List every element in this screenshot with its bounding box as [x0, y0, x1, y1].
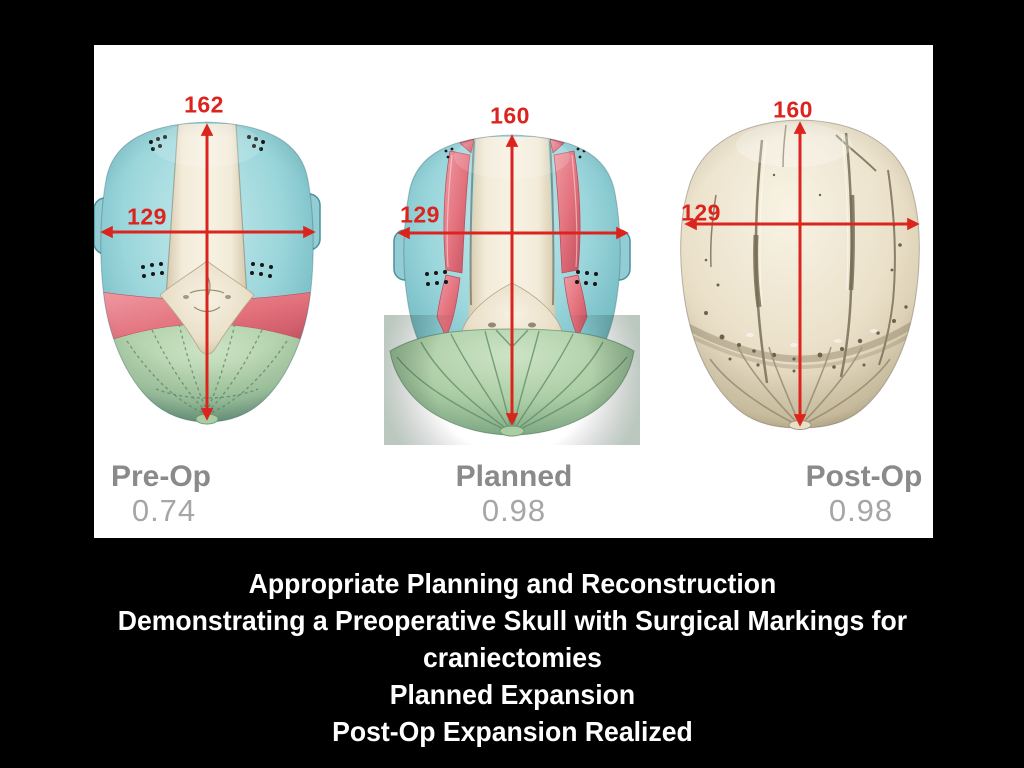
width-measure-preop: 129 — [127, 203, 167, 230]
skull-render-planned — [384, 134, 640, 445]
caption-line: Post-Op Expansion Realized — [331, 716, 693, 747]
measurement-lines-planned — [397, 134, 629, 426]
index-value-preop: 0.74 — [131, 493, 197, 528]
skull-figure-svg — [94, 119, 920, 445]
skull-label-preop: Pre-Op — [110, 460, 212, 493]
figure-panel: 162 129 160 129 160 129 Pre-Op 0.74 Plan… — [94, 45, 933, 538]
caption-line: Planned Expansion — [389, 679, 635, 710]
index-value-planned: 0.98 — [481, 493, 547, 528]
caption-line: Demonstrating a Preoperative Skull with … — [117, 605, 907, 636]
width-measure-planned: 129 — [400, 201, 440, 228]
height-measure-planned: 160 — [490, 102, 530, 129]
height-measure-preop: 162 — [184, 91, 224, 118]
caption-line: craniectomies — [422, 642, 602, 673]
measurement-lines-postop — [684, 121, 920, 427]
skull-render-preop — [94, 121, 321, 425]
index-value-postop: 0.98 — [828, 493, 894, 528]
skull-label-planned: Planned — [455, 460, 573, 493]
measurement-lines-preop — [100, 123, 316, 421]
skull-label-postop: Post-Op — [805, 460, 923, 493]
width-measure-postop: 129 — [681, 199, 721, 226]
caption-line: Appropriate Planning and Reconstruction — [248, 568, 776, 599]
skull-render-postop — [680, 119, 920, 430]
figure-caption: Appropriate Planning and Reconstruction … — [0, 565, 1024, 750]
height-measure-postop: 160 — [773, 96, 813, 123]
